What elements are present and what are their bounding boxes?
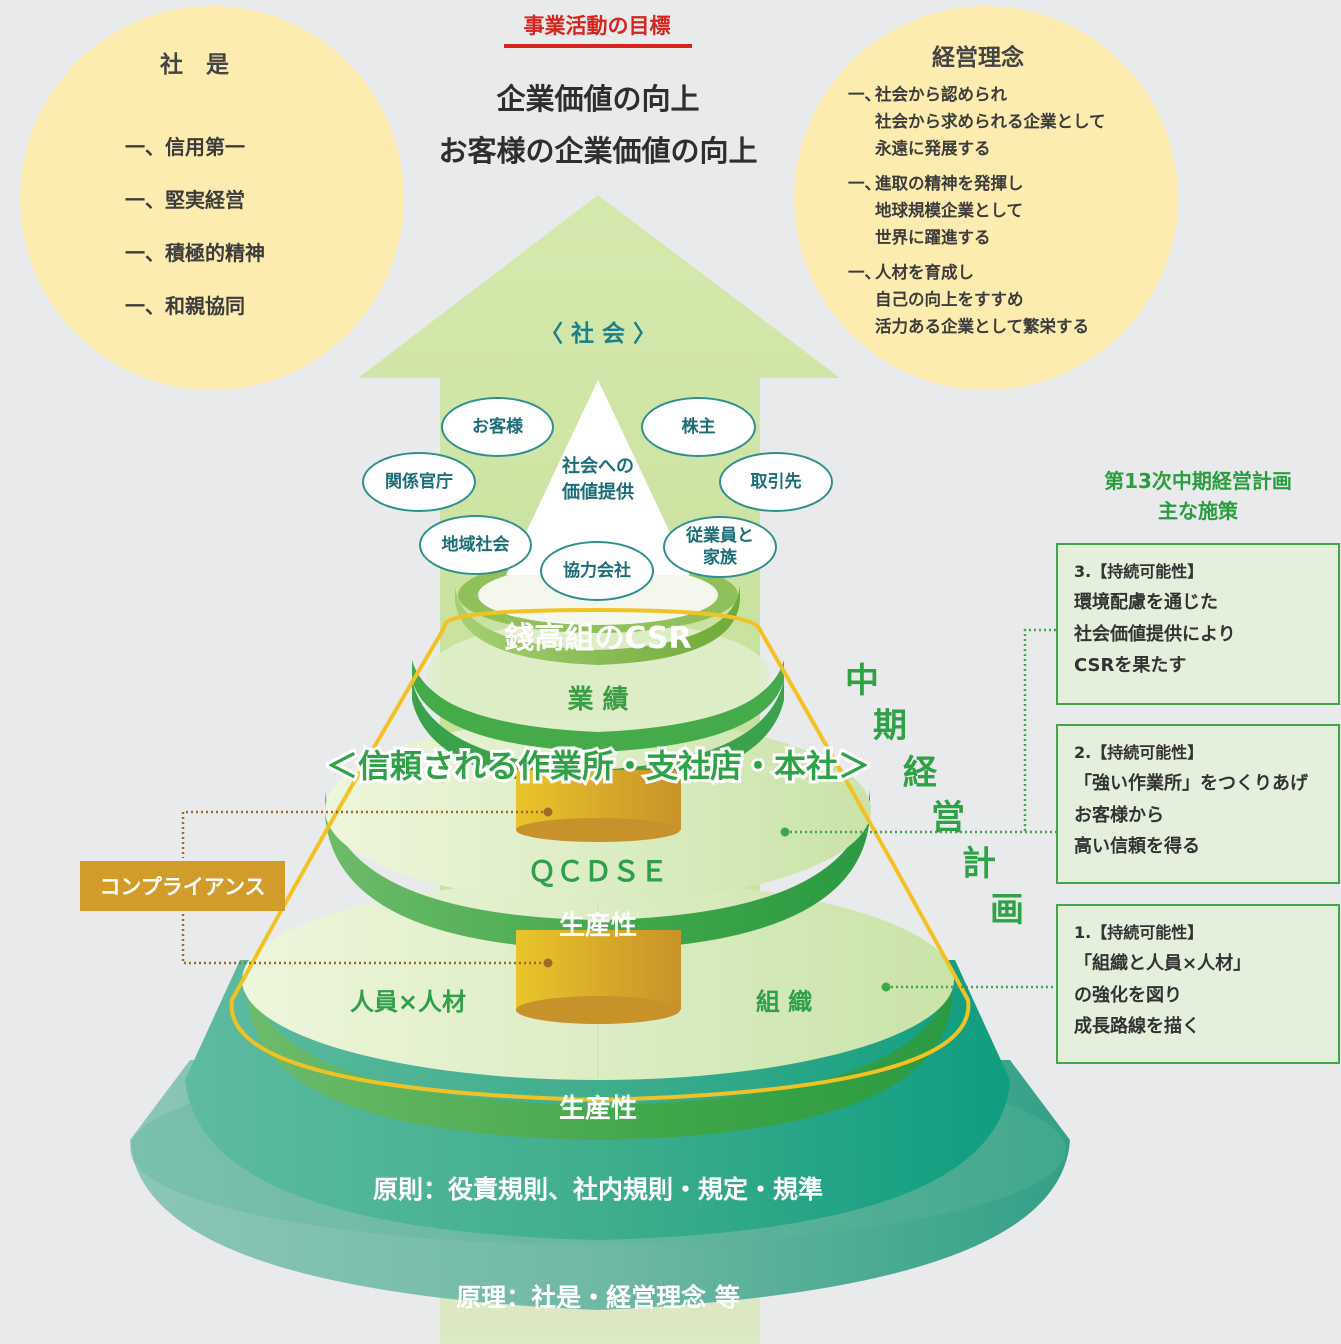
plan-box-line: 環境配慮を通じた (1074, 592, 1218, 613)
philosophy-circle (794, 6, 1178, 390)
trusted-band (412, 680, 784, 790)
philosophy-line: 進取の精神を発揮し (875, 174, 1024, 193)
mid-term-char: 営 (931, 798, 965, 838)
philosophy-line: 社会から求められる企業として (875, 112, 1106, 131)
philosophy-dash: 一、 (848, 85, 881, 104)
plan-connector-3 (1023, 628, 1056, 832)
compliance-label: コンプライアンス (80, 861, 285, 911)
goal-line-2: お客様の企業価値の向上 (438, 134, 758, 168)
philosophy-line: 永遠に発展する (875, 139, 991, 158)
goal-line-1: 企業価値の向上 (496, 82, 700, 116)
productivity-band-lower (248, 970, 952, 1140)
csr-ring (455, 585, 740, 665)
plan-box-line: 成長路線を描く (1074, 1016, 1200, 1037)
society-label: 〈 社 会 〉 (540, 320, 656, 347)
qcdse-label: ＱＣＤＳＥ (528, 855, 668, 888)
philosophy-line: 人材を育成し (875, 263, 974, 282)
stakeholder-employees: 従業員と 家族 (663, 516, 777, 578)
plan-box-head: 3.【持続可能性】 (1074, 562, 1204, 581)
philosophy-dash: 一、 (848, 263, 881, 282)
motto-circle (20, 6, 404, 390)
philosophy-dash: 一、 (848, 174, 881, 193)
motto-item: 一、堅実経営 (125, 188, 245, 212)
plan-heading-line-1: 第13次中期経営計画 (1104, 469, 1292, 493)
plan-box-2: 2.【持続可能性】 「強い作業所」をつくりあげ お客様から 高い信頼を得る (1056, 724, 1340, 884)
productivity-lower-label: 生産性 (559, 1093, 637, 1124)
mid-term-char: 計 (962, 844, 996, 884)
organization-label: 組 織 (756, 988, 812, 1016)
compliance-connector (181, 810, 548, 965)
plan-box-head: 1.【持続可能性】 (1074, 923, 1204, 942)
mid-term-char: 期 (873, 706, 907, 746)
trusted-label: ＜信頼される作業所・支社店・本社＞ (326, 747, 870, 785)
productivity-upper-label: 生産性 (559, 910, 637, 941)
plan-box-3: 3.【持続可能性】 環境配慮を通じた 社会価値提供により CSRを果たす (1056, 543, 1340, 705)
plan-heading-line-2: 主な施策 (1158, 499, 1238, 523)
philosophy-line: 活力ある企業として繁栄する (875, 317, 1090, 336)
plan-box-1: 1.【持続可能性】 「組織と人員×人材」 の強化を図り 成長路線を描く (1056, 904, 1340, 1064)
stakeholder-suppliers: 取引先 (719, 452, 833, 512)
stakeholder-customers: お客様 (441, 397, 554, 457)
motto-item: 一、信用第一 (125, 135, 245, 159)
plan-box-line: 「強い作業所」をつくりあげ (1074, 773, 1308, 794)
plan-box-line: の強化を図り (1074, 984, 1182, 1006)
stakeholder-partners: 協力会社 (540, 541, 654, 601)
stakeholder-community: 地域社会 (419, 515, 532, 575)
goal-underline (504, 44, 692, 48)
apex-label-2: 価値提供 (561, 481, 634, 503)
philosophy-title: 経営理念 (932, 45, 1024, 71)
plan-box-line: 「組織と人員×人材」 (1074, 953, 1252, 974)
csr-label: 錢高組のCSR (504, 621, 691, 656)
performance-band (412, 660, 784, 752)
plan-box-line: 高い信頼を得る (1074, 836, 1200, 857)
employees-line-1: 従業員と (686, 526, 754, 546)
motto-item: 一、積極的精神 (125, 241, 265, 265)
mid-term-outline (229, 607, 971, 1103)
productivity-band-upper (325, 790, 870, 950)
plan-box-line: 社会価値提供により (1074, 623, 1236, 645)
philosophy-line: 自己の向上をすすめ (875, 290, 1024, 309)
mid-term-char: 画 (990, 890, 1024, 930)
goal-title: 事業活動の目標 (523, 14, 671, 38)
apex-triangle (506, 380, 690, 575)
people-label: 人員×人材 (350, 988, 466, 1016)
employees-line-2: 家族 (703, 548, 737, 568)
philosophy-line: 社会から認められ (875, 85, 1007, 104)
plan-box-head: 2.【持続可能性】 (1074, 743, 1204, 762)
performance-label: 業 績 (567, 685, 628, 715)
plan-box-line: お客様から (1074, 804, 1164, 826)
stakeholder-shareholders: 株主 (641, 397, 756, 457)
mid-term-char: 中 (845, 661, 879, 701)
philosophy-line: 世界に躍進する (875, 228, 991, 247)
motto-title: 社 是 (160, 52, 229, 78)
plan-box-line: CSRを果たす (1074, 655, 1187, 676)
apex-label-1: 社会への (562, 455, 634, 477)
principles-label: 原則：役責規則、社内規則・規定・規準 (373, 1175, 823, 1204)
stakeholder-government: 関係官庁 (362, 452, 476, 512)
philosophy-base-label: 原理：社是・経営理念 等 (456, 1283, 740, 1312)
philosophy-line: 地球規模企業として (875, 201, 1024, 220)
mid-term-char: 経 (903, 753, 937, 793)
motto-item: 一、和親協同 (125, 294, 245, 318)
